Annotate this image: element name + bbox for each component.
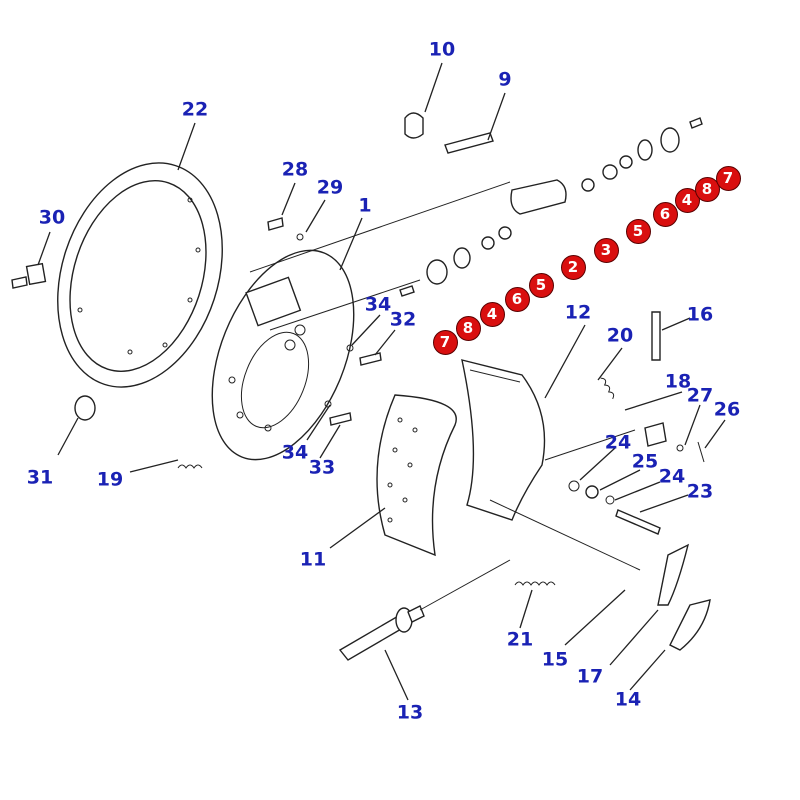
cap-10	[404, 112, 424, 139]
label-16: 16	[686, 303, 714, 326]
label-22: 22	[181, 98, 209, 121]
bolt-30	[11, 276, 28, 289]
label-32: 32	[389, 308, 417, 331]
badge-upper-8: 8	[694, 176, 720, 202]
spring-19	[177, 464, 203, 469]
badge-lower-8: 8	[455, 315, 481, 341]
backing-plate-1	[211, 249, 355, 461]
label-18: 18	[664, 370, 692, 393]
label-27: 27	[686, 384, 714, 407]
axle-13	[338, 605, 425, 661]
badge-upper-2: 2	[560, 254, 586, 280]
bolt-33	[329, 412, 352, 426]
label-25: 25	[631, 450, 659, 473]
badge-lower-7: 7	[432, 329, 458, 355]
bleeder-9	[444, 132, 494, 154]
label-23: 23	[686, 480, 714, 503]
label-12: 12	[564, 301, 592, 324]
label-26: 26	[713, 398, 741, 421]
spring-21	[514, 581, 556, 586]
plug-31	[74, 395, 96, 421]
brake-shoe-11	[376, 394, 457, 557]
badge-upper-6: 6	[652, 201, 678, 227]
label-15: 15	[541, 648, 569, 671]
pin-23	[615, 509, 661, 535]
wheel-cylinder-assembly	[399, 112, 703, 297]
badge-upper-3: 3	[593, 237, 619, 263]
label-14: 14	[614, 688, 642, 711]
label-24-upper: 24	[604, 431, 632, 454]
label-9: 9	[498, 68, 512, 91]
label-34-upper: 34	[364, 293, 392, 316]
badge-lower-4: 4	[479, 301, 505, 327]
label-24-lower: 24	[658, 465, 686, 488]
bracket-18	[644, 422, 667, 447]
pin-16	[651, 311, 661, 361]
lever-14	[669, 599, 711, 651]
label-29: 29	[316, 176, 344, 199]
spring-20	[600, 377, 615, 400]
lever-17	[657, 543, 690, 606]
badge-upper-5: 5	[625, 218, 651, 244]
badge-upper-7: 7	[715, 165, 741, 191]
label-28: 28	[281, 158, 309, 181]
bolt-32	[359, 352, 382, 366]
label-20: 20	[606, 324, 634, 347]
badge-lower-6: 6	[504, 286, 530, 312]
label-10: 10	[428, 38, 456, 61]
badge-upper-4: 4	[674, 187, 700, 213]
brake-drum-22	[57, 162, 223, 388]
label-30: 30	[38, 206, 66, 229]
label-19: 19	[96, 468, 124, 491]
label-34-lower: 34	[281, 441, 309, 464]
label-13: 13	[396, 701, 424, 724]
label-31: 31	[26, 466, 54, 489]
label-1: 1	[358, 194, 372, 217]
brake-shoe-12	[461, 359, 546, 521]
label-17: 17	[576, 665, 604, 688]
badge-lower-5: 5	[528, 272, 554, 298]
label-11: 11	[299, 548, 327, 571]
label-21: 21	[506, 628, 534, 651]
label-33: 33	[308, 456, 336, 479]
bolt-28	[267, 217, 284, 231]
